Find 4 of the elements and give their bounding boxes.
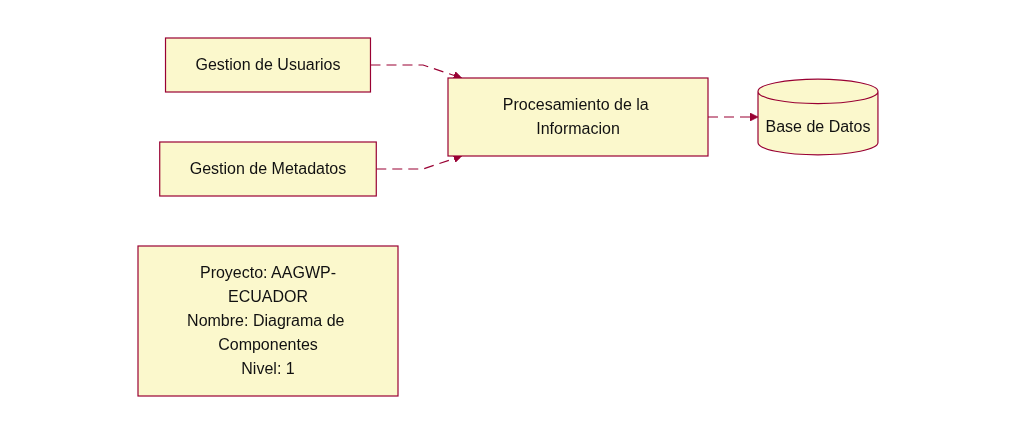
node-box: Procesamiento de la Informacion	[446, 77, 709, 157]
node-box: Gestion de Metadatos	[158, 141, 377, 197]
node-box: Proyecto: AAGWP-ECUADOR Nombre: Diagrama de Componentes Nivel: 1	[136, 245, 399, 397]
node-box: Gestion de Usuarios	[164, 37, 371, 93]
